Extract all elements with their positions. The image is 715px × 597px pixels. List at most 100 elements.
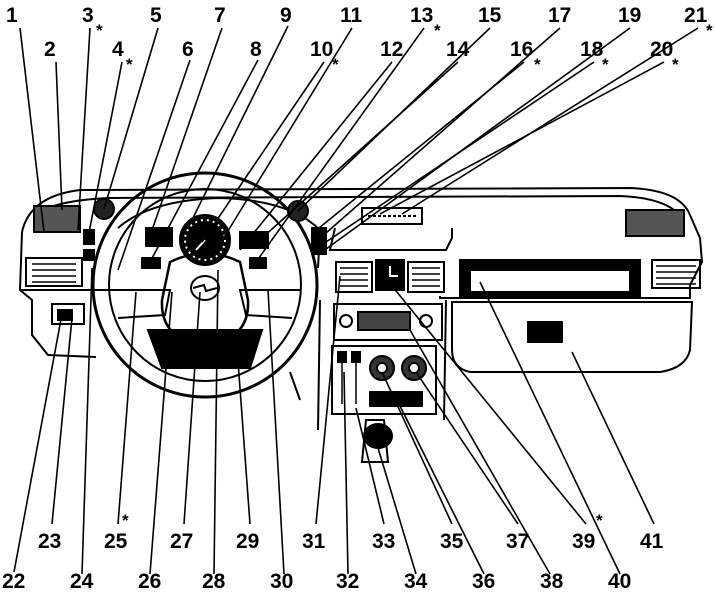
leader-30 (267, 289, 285, 575)
leader-31 (315, 275, 341, 525)
callout-24: 24 (70, 570, 94, 593)
callout-18: 18 (580, 38, 604, 61)
leader-32 (343, 371, 349, 575)
leader-21 (401, 27, 699, 215)
leader-7 (149, 27, 223, 237)
callout-20: 20 (650, 38, 673, 61)
centre-left-vent (335, 261, 373, 293)
leader-8 (149, 59, 259, 263)
callout-33: 33 (372, 530, 395, 553)
asterisk-10: * (332, 55, 339, 74)
left-lower-switch-knob (57, 309, 73, 321)
asterisk-13: * (434, 21, 441, 40)
callout-28: 28 (202, 570, 226, 593)
leader-24 (81, 267, 93, 575)
left-warning-lamps (141, 257, 161, 269)
heater-control-panel (331, 345, 437, 415)
leader-25 (117, 291, 137, 525)
radio-display (357, 311, 411, 331)
asterisk-16: * (534, 55, 541, 74)
callout-15: 15 (478, 4, 502, 27)
leader-17 (317, 27, 561, 241)
leader-37 (415, 371, 519, 525)
leader-22 (13, 313, 63, 573)
left-face-vent-slats (32, 263, 76, 283)
leader-34 (377, 447, 417, 575)
callout-5: 5 (150, 4, 162, 27)
asterisk-20: * (672, 55, 679, 74)
callout-37: 37 (506, 530, 529, 553)
leader-3 (77, 27, 91, 231)
gear-lever-boot (360, 419, 390, 463)
speedometer-needle (195, 239, 206, 251)
leader-11 (219, 27, 353, 245)
leader-36 (395, 397, 485, 575)
glovebox-handle (527, 321, 563, 343)
gear-lever-knob (363, 423, 393, 449)
leader-27 (183, 291, 201, 525)
steering-wheel-outer (91, 171, 319, 399)
callout-17: 17 (548, 4, 571, 27)
leader-12 (239, 61, 393, 251)
leader-14 (261, 61, 459, 239)
centre-left-vent-slats (340, 267, 368, 287)
asterisk-39: * (596, 511, 603, 530)
asterisk-25: * (122, 511, 129, 530)
callout-39: 39 (572, 530, 595, 553)
callout-13: 13 (410, 4, 433, 27)
console-right-side (443, 299, 447, 421)
callout-11: 11 (340, 4, 363, 27)
console-left-side (317, 299, 321, 431)
asterisk-marks: * * * * * * * * * * (96, 21, 713, 530)
dashboard-illustration (18, 171, 704, 463)
callout-12: 12 (380, 38, 403, 61)
heater-slider-1 (337, 351, 347, 363)
right-face-vent (651, 259, 701, 289)
callout-34: 34 (404, 570, 428, 593)
callout-2: 2 (44, 38, 56, 61)
leader-19 (321, 27, 631, 253)
steering-lower-pad (146, 329, 264, 369)
callout-27: 27 (170, 530, 193, 553)
left-gauge-cluster (145, 227, 173, 247)
callout-36: 36 (472, 570, 495, 593)
opel-emblem (190, 275, 220, 301)
callout-7: 7 (214, 4, 226, 27)
centre-console-frame (328, 227, 453, 251)
clock (375, 259, 405, 291)
leader-6 (117, 59, 191, 271)
leader-38 (409, 329, 551, 575)
leader-lines (13, 25, 699, 575)
leader-4 (87, 61, 123, 239)
leader-9 (189, 25, 289, 225)
callout-31: 31 (302, 530, 326, 553)
callout-38: 38 (540, 570, 564, 593)
leader-5 (103, 27, 159, 210)
steering-wheel-inner (108, 188, 302, 382)
glovebox-shelf-inner (469, 269, 631, 293)
callout-30: 30 (270, 570, 293, 593)
callout-23: 23 (38, 530, 61, 553)
callout-22: 22 (2, 570, 25, 593)
right-face-vent-slats (656, 265, 696, 285)
heater-slider-track (341, 362, 357, 404)
heater-knob-left-center (376, 362, 388, 374)
leader-40 (479, 281, 621, 575)
radio-knob-right (419, 314, 433, 328)
callout-21: 21 (684, 4, 708, 27)
right-corner-vent (625, 209, 685, 237)
heater-knob-right-center (408, 362, 420, 374)
callout-40: 40 (608, 570, 631, 593)
leader-33 (355, 407, 385, 525)
speedometer-dial-marks (184, 219, 226, 261)
leader-39 (391, 285, 587, 525)
steering-spoke-left (112, 289, 172, 319)
callout-25: 25 (104, 530, 128, 553)
leader-26 (149, 291, 173, 575)
callout-35: 35 (440, 530, 464, 553)
leader-13 (255, 27, 425, 263)
leader-1 (19, 27, 45, 233)
clock-hands (389, 266, 398, 277)
asterisk-3: * (96, 21, 103, 40)
